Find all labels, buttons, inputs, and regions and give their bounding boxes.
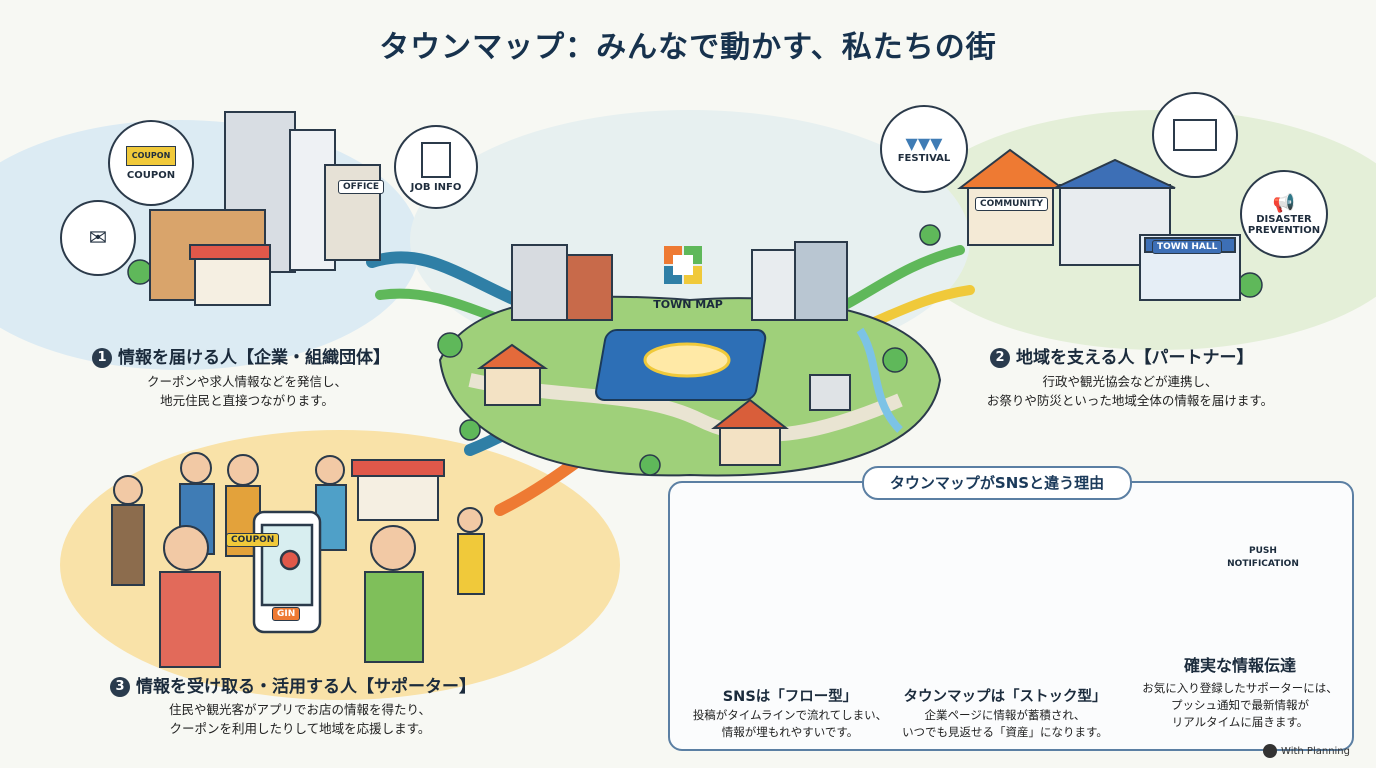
job-info-label: JOB INFO xyxy=(410,181,462,193)
section3-description: 住民や観光客がアプリでお店の情報を得たり、 クーポンを利用したりして地域を応援し… xyxy=(110,700,490,738)
festival-bubble: ▼▼▼ FESTIVAL xyxy=(880,105,968,193)
townhall-sign: TOWN HALL xyxy=(1152,240,1223,254)
section3-desc-line2: クーポンを利用したりして地域を応援します。 xyxy=(169,721,431,736)
supporter-people xyxy=(111,452,485,668)
disaster-label-line1: DISASTER xyxy=(1256,213,1312,225)
section1-heading: 1 情報を届ける人【企業・組織団体】 xyxy=(92,343,390,368)
push-desc-line3: リアルタイムに届きます。 xyxy=(1171,715,1309,729)
bunting-icon: ▼▼▼ xyxy=(905,134,943,153)
section3-desc-line1: 住民や観光客がアプリでお店の情報を得たり、 xyxy=(168,702,431,717)
presentation-board-icon xyxy=(1173,119,1217,151)
festival-label: FESTIVAL xyxy=(897,153,951,164)
section1-desc-line1: クーポンや求人情報などを発信し、 xyxy=(146,374,347,389)
page-title: タウンマップ：みんなで動かす、私たちの街 xyxy=(379,30,997,65)
push-badge-line1: PUSH xyxy=(1249,546,1277,556)
push-badge-line2: NOTIFICATION xyxy=(1227,559,1299,569)
flow-heading: SNSは「フロー型」 xyxy=(722,689,858,705)
section1-heading-text: 情報を届ける人【企業・組織団体】 xyxy=(118,348,390,368)
push-desc-line2: プッシュ通知で最新情報が xyxy=(1171,698,1309,712)
clipboard-icon xyxy=(421,141,451,178)
coupon-ticket-icon: COUPON xyxy=(126,145,176,166)
flow-description: 投稿がタイムラインで流れてしまい、 情報が埋もれやすいです。 xyxy=(680,707,900,741)
section1-number: 1 xyxy=(92,348,112,368)
disaster-label-line2: PREVENTION xyxy=(1247,224,1321,236)
presentation-bubble xyxy=(1152,92,1238,178)
section1-description: クーポンや求人情報などを発信し、 地元住民と直接つながります。 xyxy=(92,372,402,410)
flow-desc-line2: 情報が埋もれやすいです。 xyxy=(721,725,859,739)
section2-heading: 2 地域を支える人【パートナー】 xyxy=(990,343,1254,368)
section1-desc-line2: 地元住民と直接つながります。 xyxy=(160,393,334,408)
town-map-logo-label: TOWN MAP xyxy=(653,298,723,311)
town-map-logo-icon xyxy=(664,246,702,284)
section2-desc-line2: お祭りや防災といった地域全体の情報を届けます。 xyxy=(986,393,1274,408)
coupon-bubble: COUPON COUPON xyxy=(108,120,194,206)
stock-desc-line1: 企業ページに情報が蓄積され、 xyxy=(924,708,1086,722)
stock-desc-line2: いつでも見返せる「資産」になります。 xyxy=(902,725,1108,739)
megaphone-icon: 📢 xyxy=(1272,192,1296,214)
brand-mark-icon xyxy=(1263,744,1278,758)
section3-number: 3 xyxy=(110,677,130,697)
section2-number: 2 xyxy=(990,348,1010,368)
section2-description: 行政や観光協会などが連携し、 お祭りや防災といった地域全体の情報を届けます。 xyxy=(970,372,1290,410)
stock-heading: タウンマップは「ストック型」 xyxy=(903,689,1107,705)
section2-heading-text: 地域を支える人【パートナー】 xyxy=(1016,348,1254,368)
mail-icon: ✉ xyxy=(88,225,108,251)
trees xyxy=(127,224,1263,476)
section3-heading: 3 情報を受け取る・活用する人【サポーター】 xyxy=(110,672,476,697)
brand-logo: With Planning xyxy=(1263,744,1350,758)
disaster-prevention-bubble: 📢 DISASTER PREVENTION xyxy=(1240,170,1328,258)
mail-phone-bubble: ✉ xyxy=(60,200,136,276)
section2-desc-line1: 行政や観光協会などが連携し、 xyxy=(1042,374,1218,389)
phone-button-label: GIN xyxy=(272,607,301,621)
coupon-bubble-label: COUPON xyxy=(126,169,176,181)
phone-coupon-label: COUPON xyxy=(226,533,280,547)
office-sign: OFFICE xyxy=(338,180,385,194)
job-info-bubble: JOB INFO xyxy=(394,125,478,209)
community-sign: COMMUNITY xyxy=(975,197,1049,211)
push-notification-badge: PUSH NOTIFICATION xyxy=(1220,545,1306,571)
push-description: お気に入り登録したサポーターには、 プッシュ通知で最新情報が リアルタイムに届き… xyxy=(1125,680,1355,731)
push-heading: 確実な情報伝達 xyxy=(1183,656,1296,675)
comparison-panel xyxy=(668,481,1354,751)
comparison-title: タウンマップがSNSと違う理由 xyxy=(862,466,1132,500)
push-desc-line1: お気に入り登録したサポーターには、 xyxy=(1142,681,1338,695)
stock-description: 企業ページに情報が蓄積され、 いつでも見返せる「資産」になります。 xyxy=(895,707,1115,741)
flow-desc-line1: 投稿がタイムラインで流れてしまい、 xyxy=(692,708,888,722)
section3-heading-text: 情報を受け取る・活用する人【サポーター】 xyxy=(136,677,476,697)
center-buildings xyxy=(476,241,851,466)
brand-name: With Planning xyxy=(1281,745,1350,757)
